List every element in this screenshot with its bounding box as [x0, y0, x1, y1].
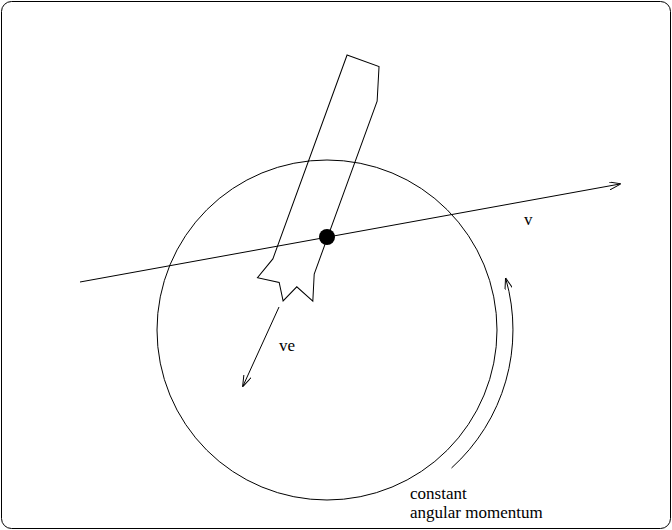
velocity-label: v	[524, 210, 533, 229]
rocket-outline	[253, 52, 396, 310]
orbit-circle	[157, 160, 497, 500]
rotation-arrow	[452, 279, 513, 468]
exhaust-arrow	[243, 307, 279, 386]
exhaust-velocity-label: ve	[279, 336, 295, 355]
exhaust-velocity-label-text: ve	[279, 336, 295, 355]
velocity-label-text: v	[524, 210, 533, 229]
velocity-arrow	[80, 184, 620, 282]
angular-momentum-note-text: constant angular momentum	[410, 484, 543, 522]
center-of-mass-dot	[319, 229, 335, 245]
rocket-body	[253, 52, 396, 310]
angular-momentum-note: constant angular momentum	[410, 484, 550, 522]
